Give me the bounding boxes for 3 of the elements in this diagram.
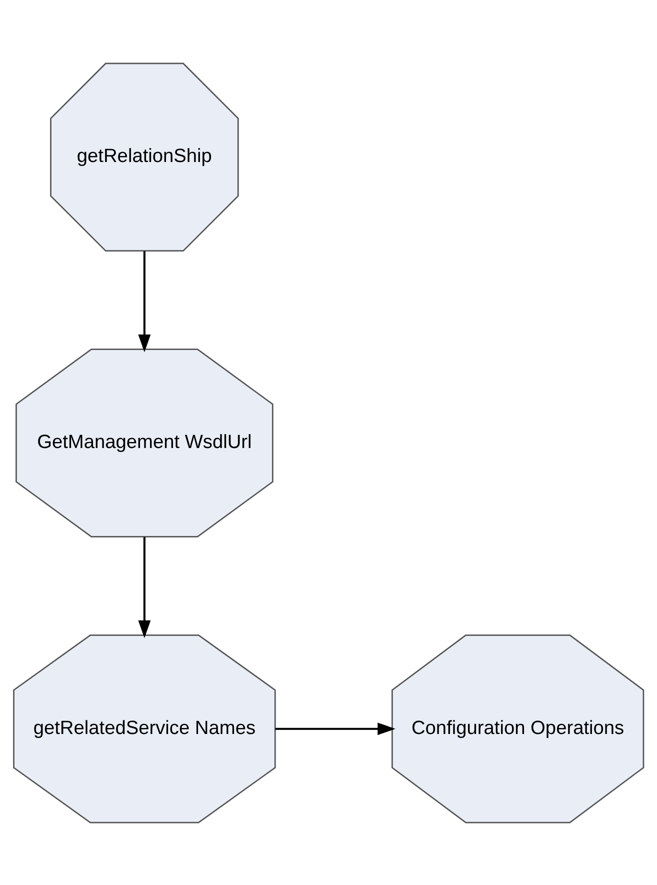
arrow (275, 722, 396, 735)
arrow (138, 250, 151, 352)
arrow (138, 536, 151, 638)
